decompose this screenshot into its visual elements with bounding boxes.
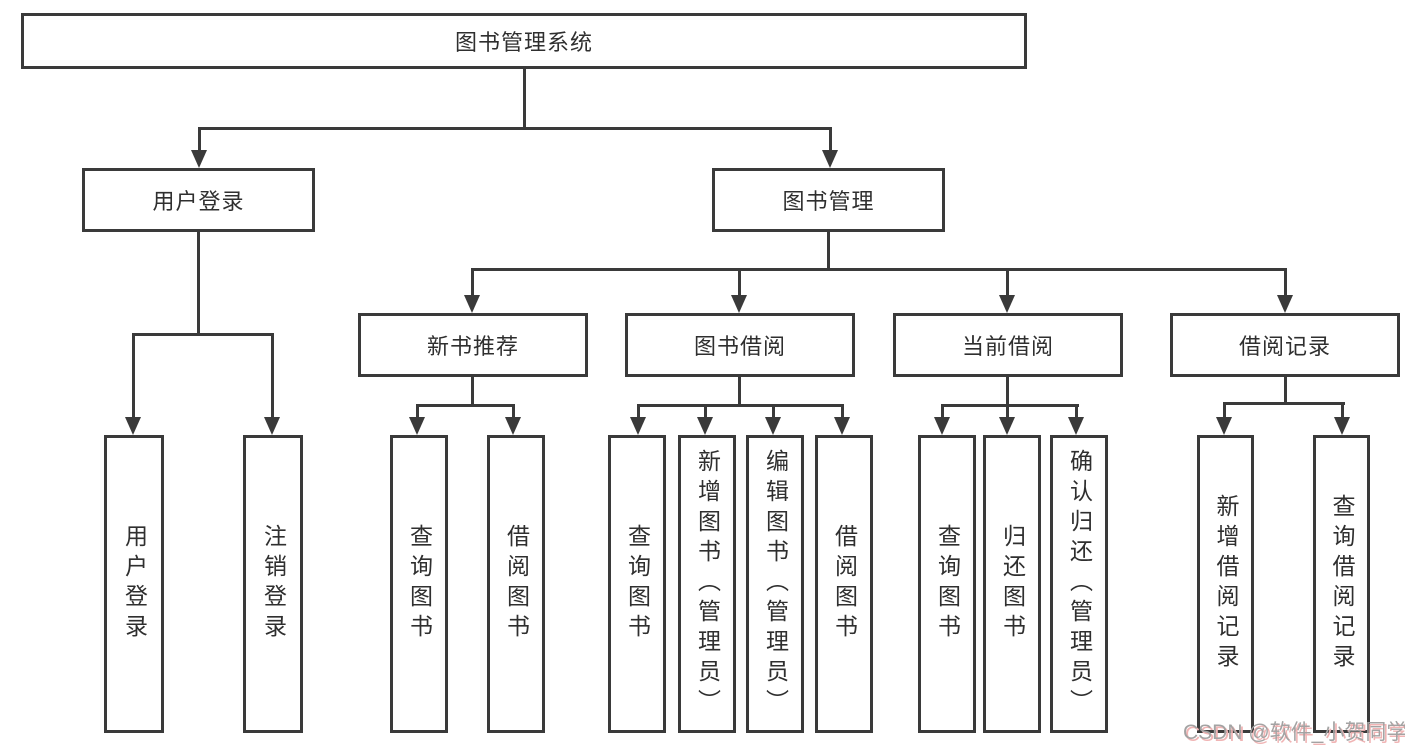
arrow-down-icon: [264, 417, 280, 435]
leaf-add-borrow-record: 新增借阅记录: [1197, 435, 1254, 733]
leaf-return-books: 归还图书: [983, 435, 1041, 733]
connector-line: [1006, 404, 1009, 417]
node-current-borrow: 当前借阅: [893, 313, 1123, 377]
node-user-login: 用户登录: [82, 168, 315, 232]
arrow-down-icon: [125, 417, 141, 435]
connector-line: [197, 232, 200, 335]
leaf-label: 查询图书: [934, 524, 961, 644]
arrow-down-icon: [1334, 417, 1350, 435]
node-book-borrow: 图书借阅: [625, 313, 855, 377]
arrow-down-icon: [834, 417, 850, 435]
connector-line: [1223, 402, 1345, 405]
arrow-down-icon: [464, 295, 480, 313]
connector-line: [829, 127, 832, 152]
arrow-down-icon: [1277, 295, 1293, 313]
connector-line: [704, 404, 707, 417]
leaf-edit-books-admin: 编辑图书（管理员）: [746, 435, 804, 733]
connector-line: [1006, 268, 1009, 295]
connector-line: [1075, 404, 1078, 417]
arrow-down-icon: [731, 295, 747, 313]
leaf-current-query-books: 查询图书: [918, 435, 976, 733]
leaf-label: 查询借阅记录: [1329, 494, 1355, 674]
leaf-label: 确认归还（管理员）: [1066, 449, 1093, 719]
node-root: 图书管理系统: [21, 13, 1027, 69]
leaf-borrow-books: 借阅图书: [815, 435, 873, 733]
connector-line: [841, 404, 844, 417]
connector-line: [132, 333, 274, 336]
arrow-down-icon: [822, 150, 838, 168]
node-new-book-recommend: 新书推荐: [358, 313, 588, 377]
connector-line: [198, 127, 832, 130]
leaf-label: 借阅图书: [503, 524, 530, 644]
connector-line: [738, 268, 741, 295]
connector-line: [941, 404, 944, 417]
connector-line: [471, 377, 474, 406]
leaf-label: 新增借阅记录: [1213, 494, 1239, 674]
leaf-label: 查询图书: [624, 524, 651, 644]
arrow-down-icon: [505, 417, 521, 435]
arrow-down-icon: [630, 417, 646, 435]
connector-line: [416, 404, 419, 417]
leaf-label: 注销登录: [260, 524, 287, 644]
leaf-confirm-return-admin: 确认归还（管理员）: [1050, 435, 1108, 733]
connector-line: [637, 404, 640, 417]
leaf-label: 编辑图书（管理员）: [762, 449, 789, 719]
leaf-label: 借阅图书: [831, 524, 858, 644]
arrow-down-icon: [191, 150, 207, 168]
arrow-down-icon: [697, 417, 713, 435]
arrow-down-icon: [409, 417, 425, 435]
connector-line: [416, 404, 515, 407]
connector-line: [471, 268, 1287, 271]
arrow-down-icon: [765, 417, 781, 435]
arrow-down-icon: [999, 295, 1015, 313]
connector-line: [941, 404, 1079, 407]
leaf-label: 用户登录: [121, 524, 148, 644]
leaf-label: 查询图书: [406, 524, 433, 644]
connector-line: [1284, 377, 1287, 404]
leaf-query-borrow-record: 查询借阅记录: [1313, 435, 1370, 733]
connector-line: [1284, 268, 1287, 295]
arrow-down-icon: [1216, 417, 1232, 435]
connector-line: [198, 127, 201, 152]
arrow-down-icon: [934, 417, 950, 435]
arrow-down-icon: [1068, 417, 1084, 435]
leaf-user-login: 用户登录: [104, 435, 164, 733]
connector-line: [1006, 377, 1009, 406]
csdn-watermark: CSDN @软件_小贺同学: [1183, 721, 1405, 744]
leaf-add-books-admin: 新增图书（管理员）: [678, 435, 736, 733]
leaf-recommend-query-books: 查询图书: [390, 435, 448, 733]
connector-line: [1223, 402, 1226, 417]
node-book-management: 图书管理: [712, 168, 945, 232]
connector-line: [738, 377, 741, 406]
connector-line: [523, 69, 526, 129]
leaf-label: 归还图书: [999, 524, 1026, 644]
arrow-down-icon: [999, 417, 1015, 435]
connector-line: [271, 333, 274, 417]
connector-line: [1341, 402, 1344, 417]
leaf-label: 新增图书（管理员）: [694, 449, 721, 719]
node-borrow-records: 借阅记录: [1170, 313, 1400, 377]
leaf-borrow-query-books: 查询图书: [608, 435, 666, 733]
connector-line: [827, 232, 830, 270]
connector-line: [637, 404, 844, 407]
leaf-recommend-borrow-books: 借阅图书: [487, 435, 545, 733]
leaf-logout: 注销登录: [243, 435, 303, 733]
connector-line: [471, 268, 474, 295]
connector-line: [132, 333, 135, 417]
connector-line: [772, 404, 775, 417]
connector-line: [512, 404, 515, 417]
